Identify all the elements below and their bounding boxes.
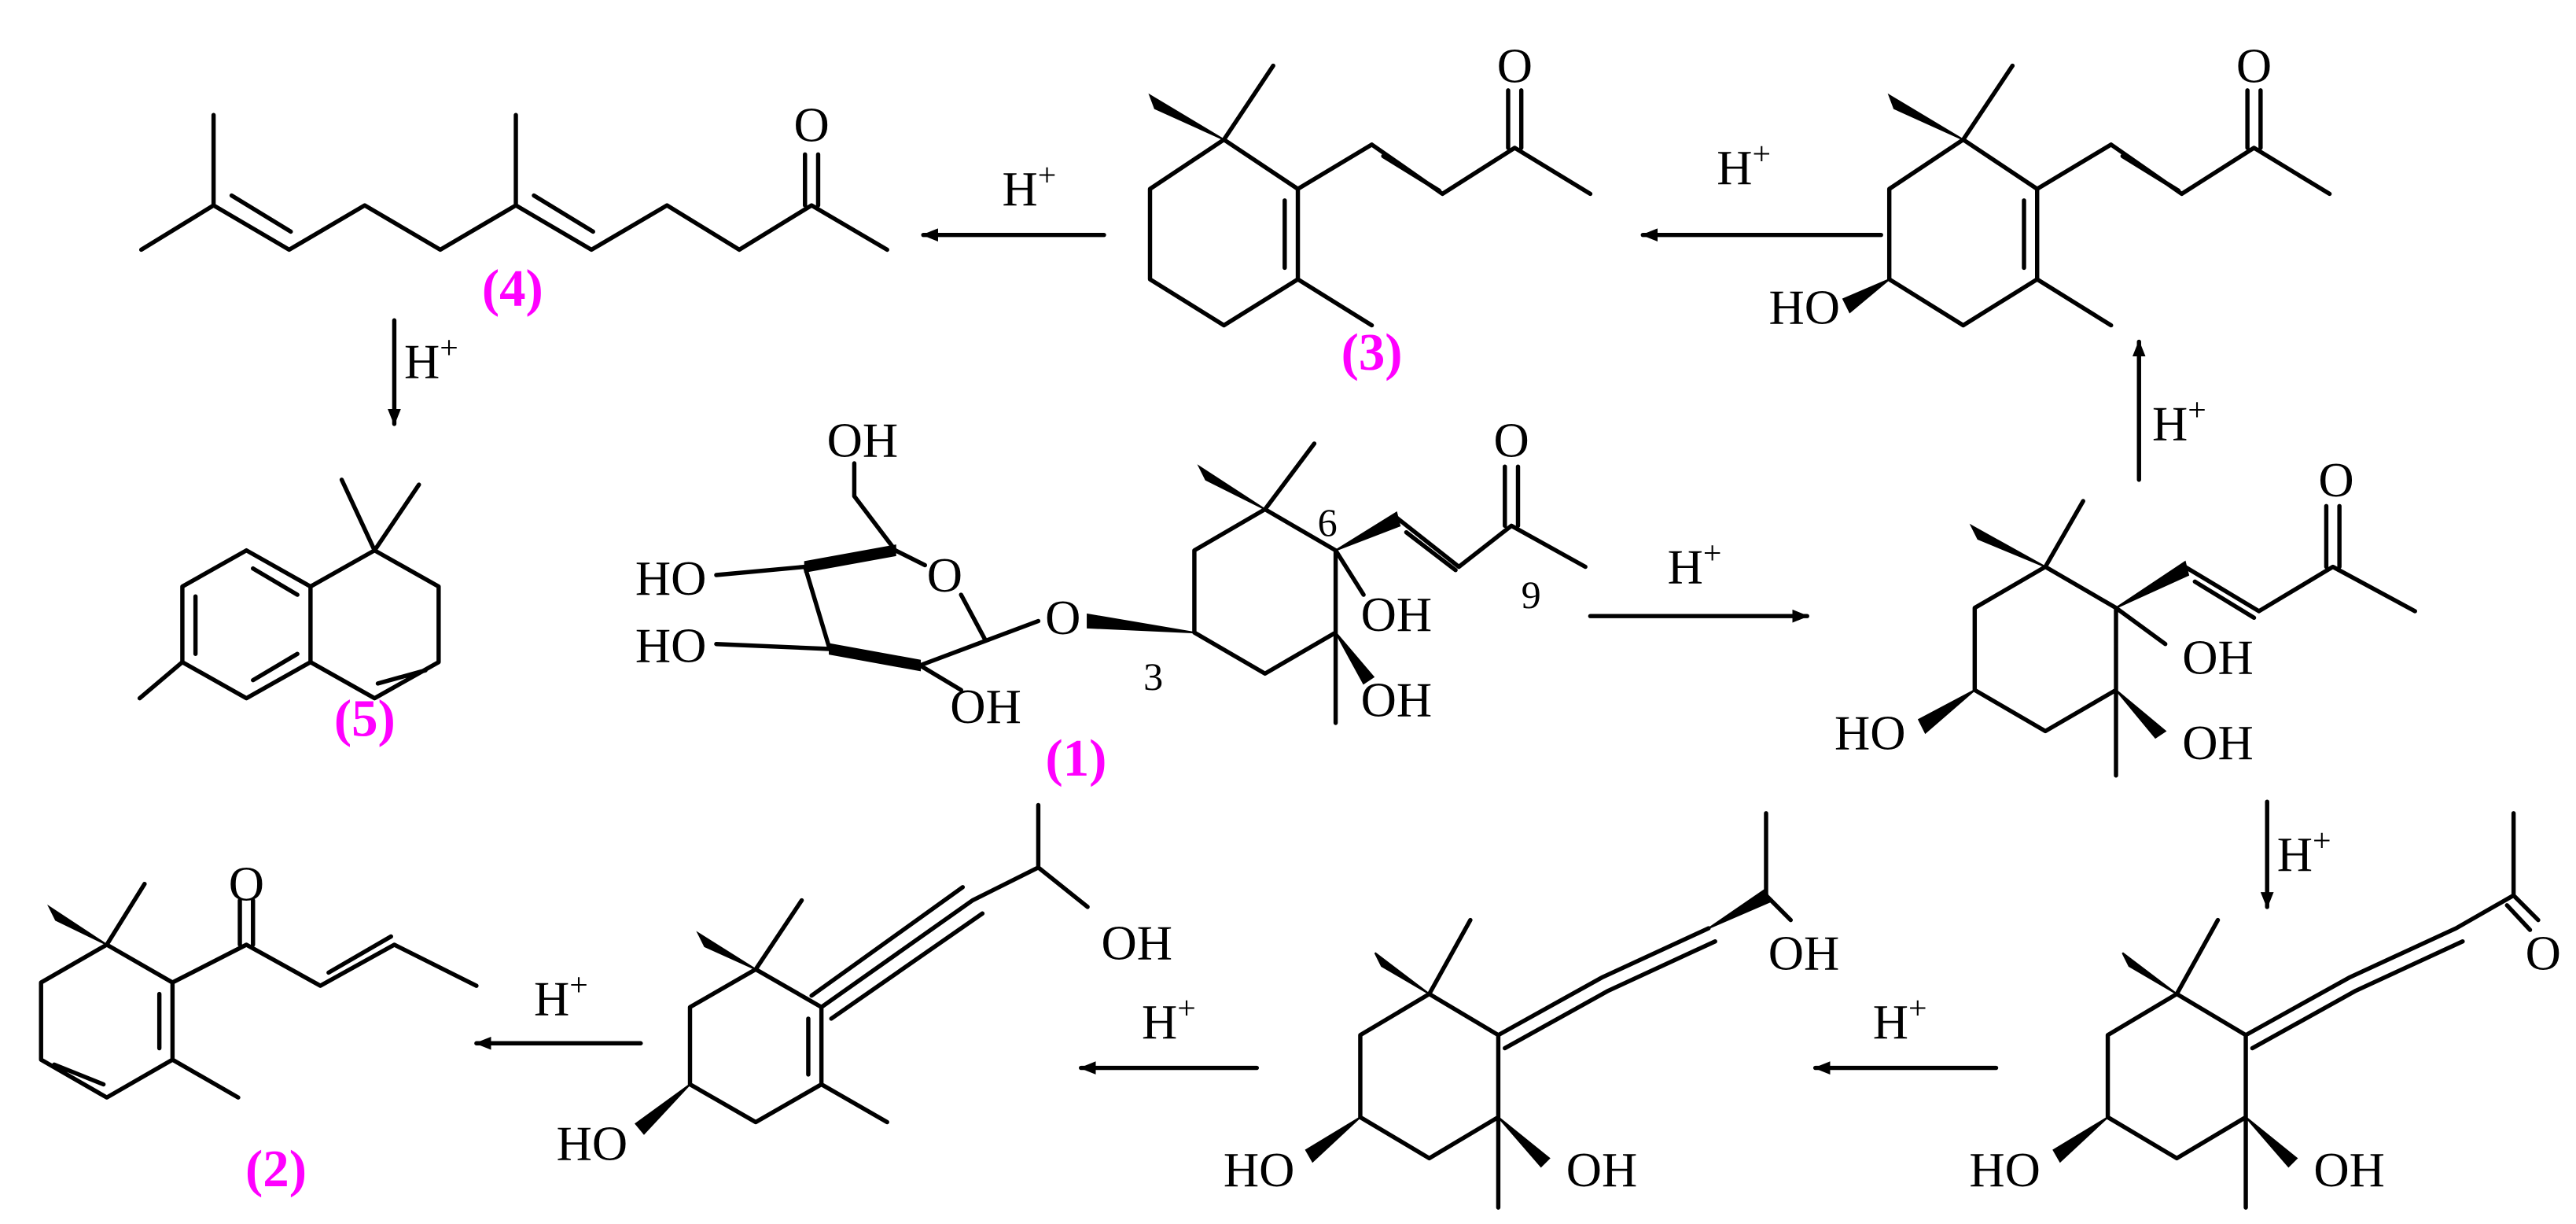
compound-triol: O OH OH HO <box>1834 452 2417 778</box>
wedge-bond <box>47 904 108 946</box>
aglycone-bonds <box>1192 441 1588 725</box>
arrow-3-to-4: H+ <box>921 157 1106 242</box>
glycosidic-oxygen-label: O <box>1045 590 1080 645</box>
compound-3-hydroxy-ionone: O HO <box>1768 38 2332 334</box>
arrow-allene-ketone-to-allene-diol: H+ <box>1812 990 1999 1075</box>
compound-number-3: (3) <box>1341 323 1403 382</box>
hydroxyl-label: HO <box>1224 1142 1295 1197</box>
hydroxyl-label: HO <box>635 618 707 673</box>
reagent-label: H+ <box>1142 990 1196 1049</box>
oxygen-label: O <box>1497 38 1533 93</box>
hydroxyl-label: HO <box>1768 279 1840 334</box>
arrow-1-to-triol: H+ <box>1588 535 1809 623</box>
arrow-allene-diol-to-alkyne: H+ <box>1079 990 1260 1075</box>
oxygen-label: O <box>1494 413 1529 468</box>
wedge-bond <box>635 931 756 1135</box>
reagent-label: H+ <box>1002 157 1056 216</box>
wedge-bond <box>2052 952 2298 1168</box>
locant-9: 9 <box>1522 573 1541 617</box>
bonds <box>1358 811 1794 1210</box>
oxygen-label: O <box>229 857 264 912</box>
hydroxyl-label: OH <box>1361 673 1433 728</box>
compound-number-1: (1) <box>1046 729 1107 787</box>
compound-alkyne: OH HO <box>557 802 1173 1171</box>
arrow-alkyne-to-2: H+ <box>474 968 643 1050</box>
compound-number-4: (4) <box>482 259 543 317</box>
bonds <box>1972 499 2417 778</box>
bonds <box>39 881 479 1100</box>
arrow-triol-to-allene-ketone: H+ <box>2260 799 2331 909</box>
compound-2: O (2) <box>39 857 479 1198</box>
compound-3: O (3) <box>1147 38 1593 382</box>
hydroxyl-label: OH <box>1102 916 1173 971</box>
oxygen-label: O <box>2236 38 2272 93</box>
oxygen-label: O <box>2318 452 2353 507</box>
compound-5: (5) <box>137 477 441 748</box>
locant-3: 3 <box>1143 654 1163 699</box>
reagent-label: H+ <box>2152 393 2206 452</box>
bonds <box>2105 811 2541 1210</box>
hydroxyl-label: OH <box>2313 1142 2385 1197</box>
hydroxyl-label: OH <box>1768 925 1840 980</box>
compound-number-5: (5) <box>334 690 396 748</box>
wedge-bond <box>1087 464 1401 685</box>
reagent-label: H+ <box>2277 823 2331 882</box>
arrow-4-to-5: H+ <box>388 318 458 426</box>
bonds <box>687 802 1090 1125</box>
reagent-label: H+ <box>404 330 458 389</box>
hydroxyl-label: OH <box>1566 1142 1638 1197</box>
reagent-label: H+ <box>534 968 588 1027</box>
reagent-label: H+ <box>1717 136 1771 195</box>
bonds <box>1147 63 1593 328</box>
wedge-bond <box>1842 93 1964 314</box>
reagent-label: H+ <box>1668 535 1722 594</box>
compound-1: OH HO O HO OH O 3 6 9 OH OH O (1) <box>635 413 1588 787</box>
compound-allene-diol: OH HO OH <box>1224 811 1840 1210</box>
bonds <box>137 477 441 701</box>
hydroxyl-label: OH <box>2182 715 2254 770</box>
hydroxyl-label: HO <box>1834 705 1906 760</box>
ring-oxygen-label: O <box>927 547 962 603</box>
hydroxyl-label: HO <box>635 551 707 606</box>
hydroxyl-label: HO <box>557 1116 628 1171</box>
bonds <box>138 112 889 253</box>
compound-allene-ketone: O HO OH <box>1969 811 2561 1210</box>
wedge-bond <box>1917 523 2190 739</box>
hydroxyl-label: OH <box>2182 629 2254 684</box>
arrow-hydroxy-ionone-to-3: H+ <box>1640 136 1883 242</box>
compound-number-2: (2) <box>245 1140 307 1198</box>
hydroxyl-label: OH <box>1361 587 1433 642</box>
compound-4: O (4) <box>138 98 889 317</box>
arrow-triol-to-hydroxy-ionone: H+ <box>2132 339 2206 482</box>
wedge-bond <box>1148 93 1225 141</box>
bonds <box>1886 63 2332 328</box>
oxygen-label: O <box>2526 925 2561 980</box>
locant-6: 6 <box>1318 500 1338 544</box>
wedge-bond <box>804 544 922 672</box>
oxygen-label: O <box>793 98 829 153</box>
ch2oh-label: OH <box>827 413 899 468</box>
reagent-label: H+ <box>1873 990 1927 1049</box>
wedge-bond <box>1305 887 1771 1168</box>
glucose-bonds <box>714 461 1041 692</box>
hydroxyl-label: HO <box>1969 1142 2041 1197</box>
hydroxyl-label: OH <box>950 679 1021 734</box>
